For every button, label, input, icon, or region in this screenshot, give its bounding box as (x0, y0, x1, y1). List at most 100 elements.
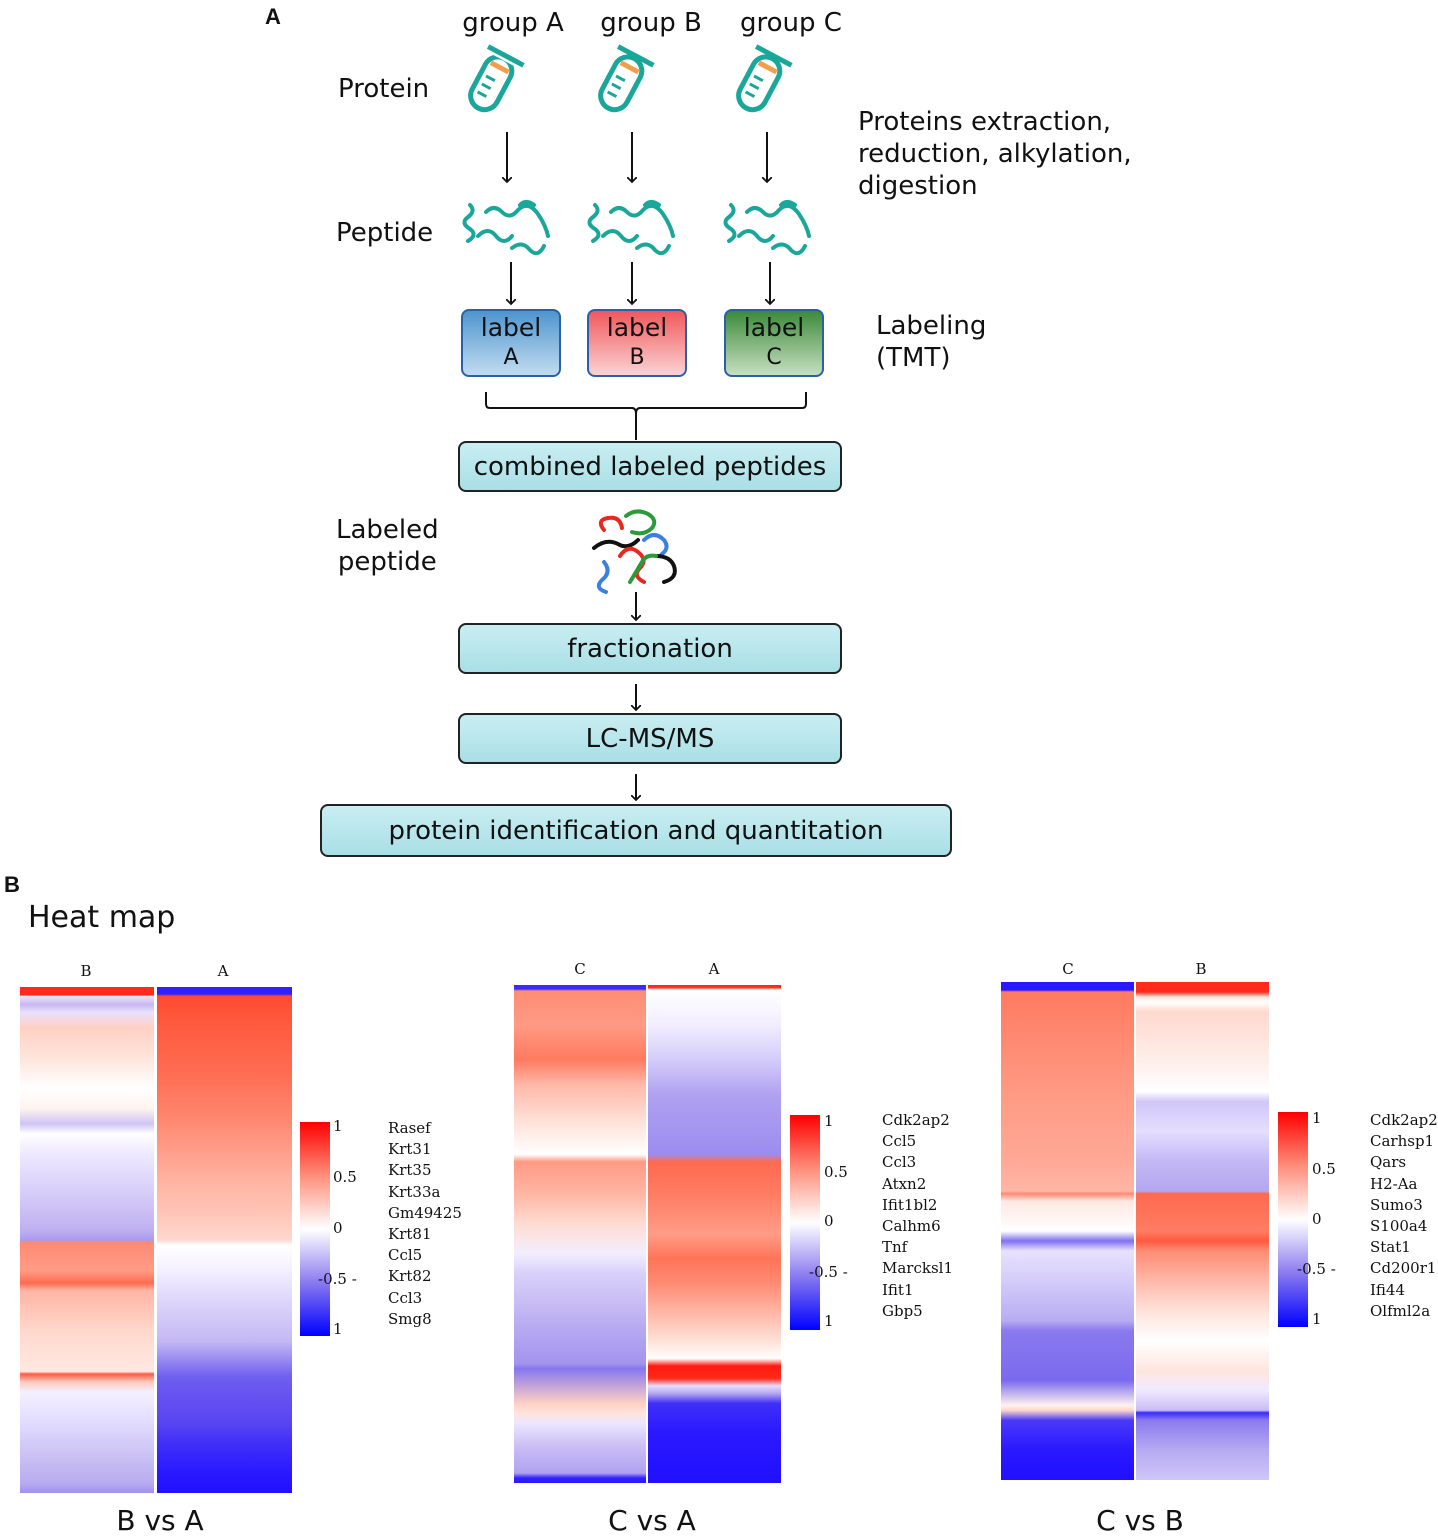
gene-label: Tnf (882, 1238, 908, 1257)
gene-label: Krt35 (388, 1161, 432, 1180)
label-box-a-letter: A (503, 345, 519, 370)
gene-label: Cdk2ap2 (1370, 1111, 1438, 1129)
heatmap-1-legend-tick-05: 0.5 (333, 1168, 357, 1186)
heatmap-3-col-1 (1001, 982, 1134, 1480)
extraction-note-line-2: reduction, alkylation, (858, 139, 1132, 169)
heatmap-3-comparison-label: C vs B (1096, 1504, 1184, 1537)
combined-peptides-step: combined labeled peptides (458, 441, 842, 492)
heatmap-1-gene-list: Rasef Krt31 Krt35 Krt33a Gm49425 Krt81 C… (388, 1118, 462, 1330)
quantitation-step: protein identification and quantitation (320, 804, 952, 857)
gene-label: Calhm6 (882, 1217, 941, 1236)
gene-label: Gm49425 (388, 1203, 462, 1222)
heatmap-2-legend-tick-05: 0.5 (824, 1163, 848, 1181)
gene-label: Ccl5 (388, 1246, 423, 1265)
heatmap-3-legend-tick-neg05: -0.5 - (1297, 1260, 1336, 1278)
label-box-b-word: label (606, 313, 668, 342)
lcms-step: LC-MS/MS (458, 713, 842, 764)
heatmap-3-col-1-label: C (1062, 960, 1074, 978)
heatmap-1-legend-tick-1: 1 (333, 1117, 343, 1135)
labeling-note-line-2: (TMT) (876, 343, 951, 373)
heatmap-1-legend-tick-0: 0 (333, 1219, 343, 1237)
heatmap-3-gene-list: Cdk2ap2 Carhsp1 Qars H2-Aa Sumo3 S100a4 … (1370, 1110, 1438, 1322)
gene-label: Krt82 (388, 1267, 432, 1286)
fractionation-step: fractionation (458, 623, 842, 674)
label-box-a: label A (461, 309, 561, 377)
workflow-diagram (462, 43, 811, 870)
peptide-row-label: Peptide (336, 218, 434, 248)
heatmap-title: Heat map (28, 900, 176, 935)
heatmap-1-color-legend (300, 1122, 330, 1336)
combine-bracket (485, 392, 807, 415)
heatmap-1-col-2 (157, 987, 292, 1493)
gene-label: Ifi44 (1370, 1280, 1406, 1299)
heatmap-1-legend-tick-neg05: -0.5 - (318, 1270, 357, 1288)
labeled-line-2: peptide (337, 547, 437, 577)
extraction-note-line-1: Proteins extraction, (858, 107, 1112, 137)
heatmap-2-col-1 (514, 985, 646, 1483)
label-box-b-letter: B (629, 345, 645, 370)
gene-label: Stat1 (1370, 1238, 1411, 1257)
label-box-b: label B (587, 309, 687, 377)
extraction-note-line-3: digestion (858, 171, 978, 201)
panel-b-letter: B (4, 872, 20, 897)
heatmap-2-col-2-label: A (708, 960, 720, 978)
gene-label: Krt33a (388, 1182, 441, 1201)
heatmap-2-col-2 (648, 985, 781, 1483)
heatmap-2-gene-list: Cdk2ap2 Ccl5 Ccl3 Atxn2 Ifit1bl2 Calhm6 … (882, 1110, 953, 1322)
label-box-c-word: label (743, 313, 805, 342)
gene-label: Ccl3 (388, 1288, 423, 1307)
gene-label: H2-Aa (1370, 1174, 1418, 1193)
labeling-note: Labeling (TMT) (876, 310, 986, 374)
heatmap-2-legend-tick-0: 0 (824, 1212, 834, 1230)
heatmap-3-legend-tick-neg1: 1 (1312, 1310, 1322, 1328)
gene-label: Carhsp1 (1370, 1132, 1435, 1151)
panel-a-letter: A (265, 4, 281, 29)
gene-label: Marcksl1 (882, 1259, 954, 1278)
gene-label: Smg8 (388, 1309, 432, 1328)
heatmap-1-legend-tick-neg1: 1 (333, 1320, 343, 1338)
gene-label: Olfml2a (1370, 1301, 1431, 1320)
heatmap-3-col-2 (1136, 982, 1269, 1480)
heatmap-1-comparison-label: B vs A (116, 1504, 204, 1537)
heatmap-1-col-1-label: B (80, 962, 92, 980)
gene-label: Rasef (388, 1119, 431, 1137)
heatmap-3-legend-tick-05: 0.5 (1312, 1160, 1336, 1178)
gene-label: Krt81 (388, 1225, 432, 1244)
gene-label: Qars (1370, 1153, 1407, 1172)
gene-label: Gbp5 (882, 1301, 923, 1320)
heatmap-2-legend-tick-neg1: 1 (824, 1312, 834, 1330)
heatmap-3-legend-tick-1: 1 (1312, 1109, 1322, 1127)
group-c-label: group C (740, 8, 842, 38)
gene-label: Sumo3 (1370, 1195, 1423, 1214)
label-box-a-word: label (480, 313, 542, 342)
heatmap-3-col-2-label: B (1195, 960, 1207, 978)
extraction-note: Proteins extraction, reduction, alkylati… (858, 106, 1132, 202)
labeled-line-1: Labeled (336, 515, 439, 545)
label-box-c: label C (724, 309, 824, 377)
group-a-label: group A (462, 8, 564, 38)
heatmap-1 (20, 987, 292, 1493)
test-tube-icon-a (468, 43, 525, 113)
label-box-c-letter: C (766, 345, 782, 370)
peptide-icon-a (462, 200, 550, 256)
heatmap-2 (514, 985, 781, 1483)
gene-label: Cdk2ap2 (882, 1111, 950, 1129)
heatmap-2-color-legend (790, 1115, 820, 1330)
test-tube-icon-b (598, 44, 655, 113)
heatmap-2-comparison-label: C vs A (608, 1504, 696, 1537)
peptide-icon-b (587, 200, 675, 256)
labeled-peptide-icon (592, 509, 677, 594)
labeled-peptide-row-label: Labeled peptide (336, 514, 439, 578)
gene-label: Krt31 (388, 1140, 432, 1159)
heatmap-2-legend-tick-1: 1 (824, 1112, 834, 1130)
gene-label: Ifit1 (882, 1280, 914, 1299)
protein-row-label: Protein (338, 74, 430, 104)
heatmap-3 (1001, 982, 1269, 1480)
peptide-icon-c (723, 200, 811, 256)
heatmap-2-col-1-label: C (574, 960, 586, 978)
gene-label: Cd200r1 (1370, 1259, 1437, 1278)
gene-label: Atxn2 (882, 1174, 927, 1193)
test-tube-icon-c (736, 44, 793, 113)
gene-label: Ifit1bl2 (882, 1195, 938, 1214)
gene-label: Ccl5 (882, 1132, 917, 1151)
